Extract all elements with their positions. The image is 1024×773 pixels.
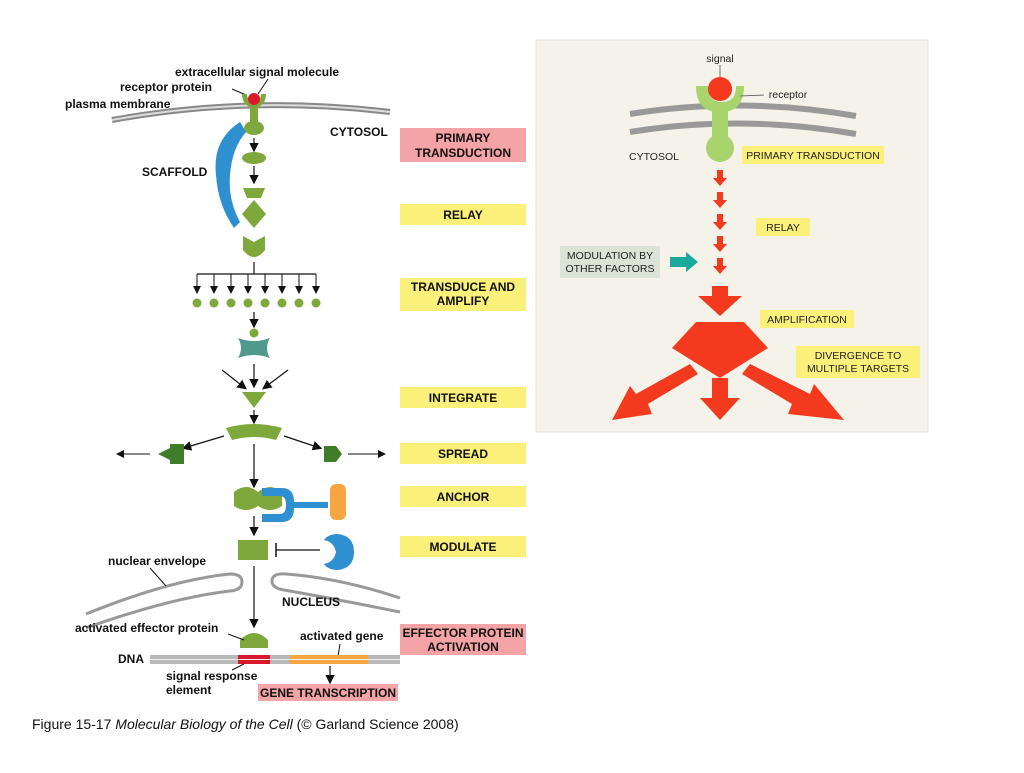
- label-scaffold: SCAFFOLD: [142, 165, 208, 179]
- step-box-primary-transduction: PRIMARY TRANSDUCTION: [400, 128, 526, 162]
- relay-protein-1: [242, 152, 266, 164]
- label-dna: DNA: [118, 652, 144, 666]
- svg-text:DIVERGENCE TO: DIVERGENCE TO: [815, 350, 902, 362]
- svg-text:PRIMARY: PRIMARY: [436, 131, 491, 145]
- right-box-modulation: MODULATION BY OTHER FACTORS: [560, 246, 660, 278]
- svg-text:PRIMARY TRANSDUCTION: PRIMARY TRANSDUCTION: [746, 150, 880, 162]
- step-box-spread: SPREAD: [400, 443, 526, 464]
- svg-text:TRANSDUCTION: TRANSDUCTION: [415, 146, 511, 160]
- svg-text:MODULATE: MODULATE: [429, 540, 496, 554]
- caption-prefix: Figure 15-17: [32, 716, 112, 732]
- step-box-anchor: ANCHOR: [400, 486, 526, 507]
- figure-caption: Figure 15-17 Molecular Biology of the Ce…: [32, 716, 459, 732]
- right-box-relay: RELAY: [756, 218, 810, 236]
- caption-title: Molecular Biology of the Cell: [115, 716, 293, 732]
- label-plasma-membrane: plasma membrane: [65, 97, 171, 111]
- label-activated-gene: activated gene: [300, 629, 384, 643]
- svg-text:ANCHOR: ANCHOR: [437, 490, 490, 504]
- modulate-green-block: [238, 540, 268, 560]
- right-signal-molecule: [708, 77, 732, 101]
- right-summary-diagram: signal receptor CYTOSOL PRIMARY TRANSDUC…: [535, 39, 929, 433]
- label-signal-response-1: signal response: [166, 669, 258, 683]
- svg-text:AMPLIFY: AMPLIFY: [437, 294, 490, 308]
- divergence-big-arrow: [672, 322, 768, 378]
- svg-text:INTEGRATE: INTEGRATE: [429, 391, 497, 405]
- modulation-teal-arrow: [670, 252, 698, 272]
- relay-protein-2: [243, 188, 265, 198]
- right-label-signal: signal: [706, 53, 733, 65]
- spread-right-protein: [324, 446, 342, 462]
- divergence-right-arrow: [742, 364, 844, 420]
- svg-text:SPREAD: SPREAD: [438, 447, 488, 461]
- relay-protein-4: [243, 236, 265, 257]
- label-extracellular-signal: extracellular signal molecule: [175, 65, 339, 79]
- svg-text:MODULATION BY: MODULATION BY: [567, 250, 653, 262]
- caption-suffix: (© Garland Science 2008): [296, 716, 459, 732]
- right-box-amplification: AMPLIFICATION: [760, 310, 854, 328]
- step-box-modulate: MODULATE: [400, 536, 526, 557]
- amplification-arrow: [698, 286, 742, 316]
- left-pathway-diagram: extracellular signal molecule receptor p…: [65, 65, 526, 701]
- modulate-blue-protein: [324, 534, 354, 570]
- svg-text:ACTIVATION: ACTIVATION: [427, 640, 499, 654]
- gene-transcription-box: GENE TRANSCRIPTION: [258, 684, 398, 701]
- receptor-protein: [242, 93, 266, 135]
- svg-text:OTHER FACTORS: OTHER FACTORS: [565, 263, 654, 275]
- teal-integrator-protein: [238, 338, 270, 358]
- spread-left-protein: [158, 444, 184, 464]
- svg-text:MULTIPLE TARGETS: MULTIPLE TARGETS: [807, 363, 909, 375]
- step-box-effector-activation: EFFECTOR PROTEIN ACTIVATION: [400, 624, 526, 655]
- spread-protein: [226, 424, 282, 440]
- right-label-receptor: receptor: [769, 89, 808, 101]
- label-signal-response-2: element: [166, 683, 211, 697]
- svg-text:EFFECTOR PROTEIN: EFFECTOR PROTEIN: [402, 626, 523, 640]
- right-relay-arrows: [713, 170, 727, 274]
- label-nucleus: NUCLEUS: [282, 595, 340, 609]
- svg-text:RELAY: RELAY: [766, 222, 800, 234]
- svg-text:AMPLIFICATION: AMPLIFICATION: [767, 314, 847, 326]
- svg-text:GENE TRANSCRIPTION: GENE TRANSCRIPTION: [260, 686, 396, 700]
- svg-text:TRANSDUCE AND: TRANSDUCE AND: [411, 280, 516, 294]
- svg-text:RELAY: RELAY: [443, 208, 483, 222]
- divergence-middle-arrow: [700, 378, 740, 420]
- scaffold-protein: [215, 122, 246, 228]
- divergence-left-arrow: [612, 364, 698, 420]
- right-box-divergence: DIVERGENCE TO MULTIPLE TARGETS: [796, 346, 920, 378]
- right-box-primary-transduction: PRIMARY TRANSDUCTION: [742, 146, 884, 164]
- label-receptor-protein: receptor protein: [120, 80, 212, 94]
- right-label-cytosol: CYTOSOL: [629, 151, 679, 163]
- amplify-branches: [192, 273, 321, 308]
- right-receptor: [696, 77, 744, 162]
- activated-effector-protein: [240, 633, 268, 648]
- relay-protein-3: [242, 200, 266, 228]
- label-cytosol: CYTOSOL: [330, 125, 388, 139]
- signal-molecule: [248, 93, 260, 105]
- label-activated-effector: activated effector protein: [75, 621, 218, 635]
- integrate-protein: [242, 392, 266, 408]
- anchor-blue-protein: [262, 488, 328, 522]
- right-membrane: [629, 102, 857, 119]
- step-box-relay: RELAY: [400, 204, 526, 225]
- anchor-orange-cylinder: [330, 484, 346, 520]
- step-box-transduce-amplify: TRANSDUCE AND AMPLIFY: [400, 278, 526, 311]
- nuclear-envelope-left: [85, 572, 244, 630]
- step-box-integrate: INTEGRATE: [400, 387, 526, 408]
- label-nuclear-envelope: nuclear envelope: [108, 554, 206, 568]
- nuclear-envelope-right: [270, 572, 401, 614]
